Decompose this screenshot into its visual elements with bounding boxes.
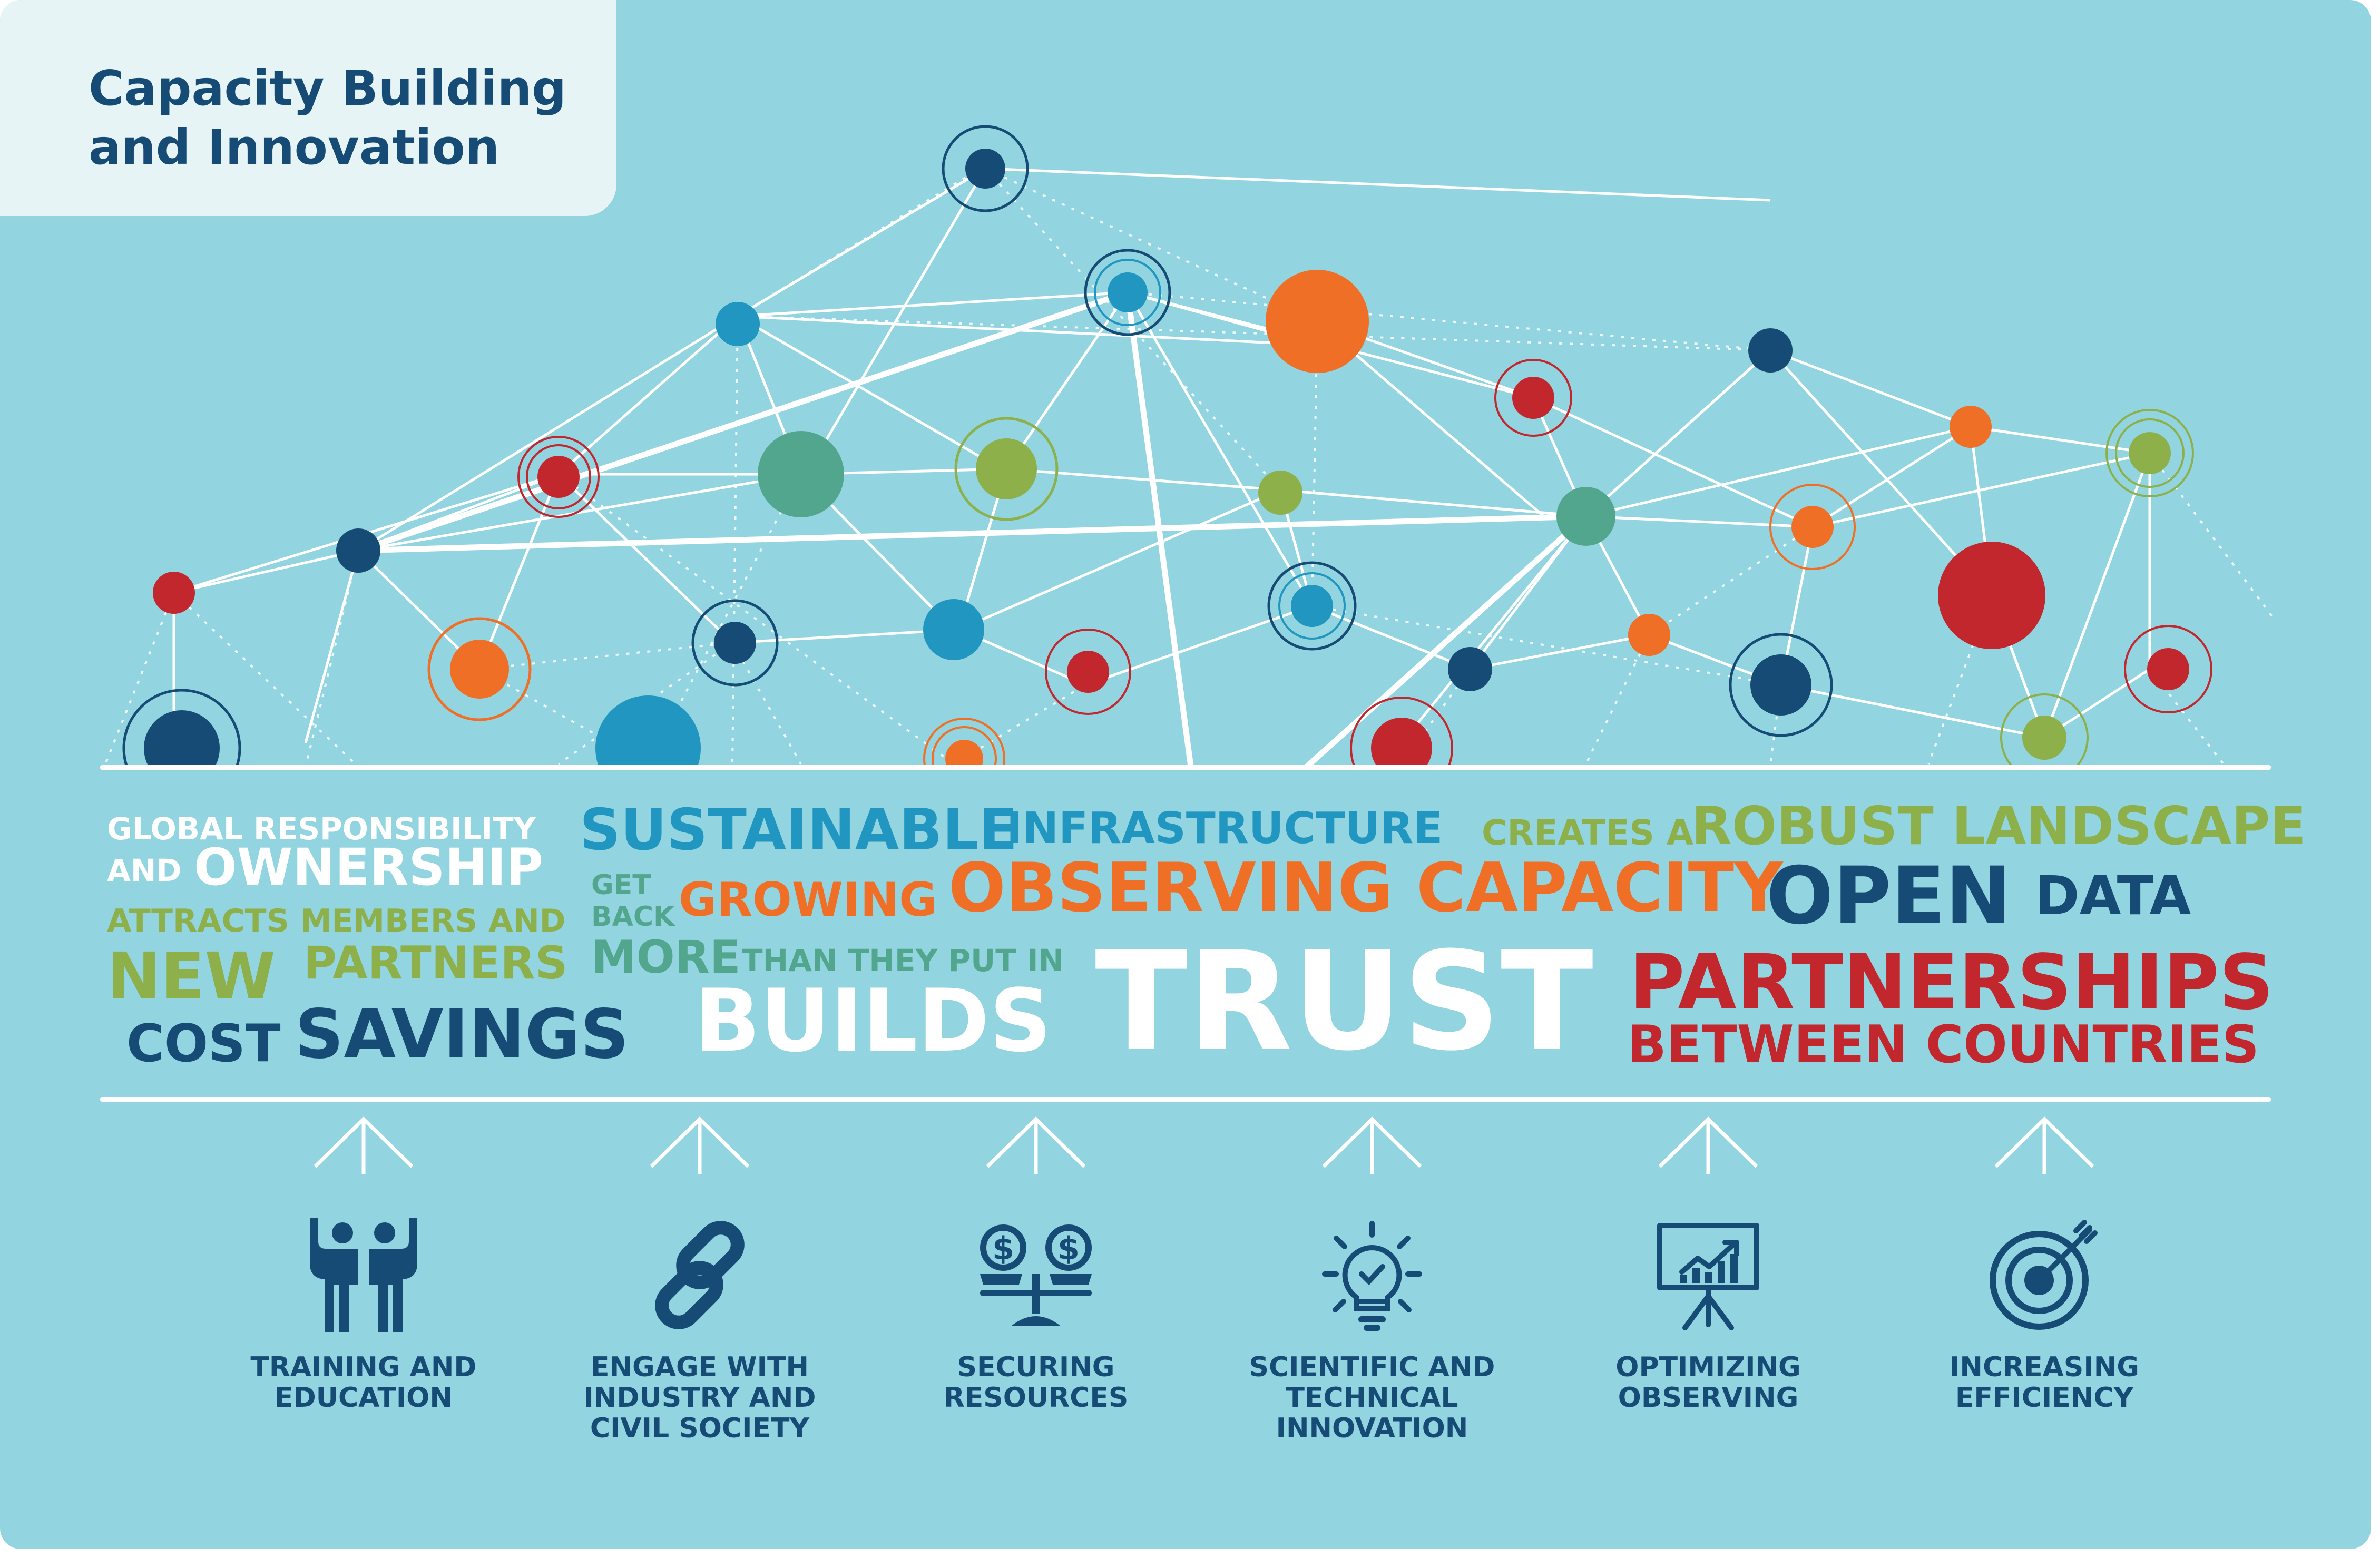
word-than-they-put-in: THAN THEY PUT IN bbox=[742, 943, 1064, 978]
arrow-up-icon bbox=[986, 1116, 1086, 1174]
driver-label-training: TRAINING AND EDUCATION bbox=[250, 1351, 477, 1414]
money-balance-icon: $ $ bbox=[980, 1224, 1092, 1326]
svg-text:$: $ bbox=[1057, 1230, 1080, 1267]
lightbulb-idea-icon bbox=[1322, 1221, 1422, 1331]
arrow-up-icon bbox=[1322, 1116, 1422, 1174]
driver-label-engage: ENGAGE WITH INDUSTRY AND CIVIL SOCIETY bbox=[583, 1351, 816, 1444]
people-celebrating-icon bbox=[310, 1218, 417, 1332]
driver-label-innovation: SCIENTIFIC AND TECHNICAL INNOVATION bbox=[1249, 1351, 1495, 1444]
title-panel: Capacity Building and Innovation bbox=[0, 0, 616, 216]
top-divider bbox=[100, 765, 2271, 770]
word-new: NEW bbox=[107, 939, 276, 1014]
word-more: MORE bbox=[591, 931, 741, 984]
word-robust-landscape: ROBUST LANDSCAPE bbox=[1691, 795, 2306, 857]
arrow-up-icon bbox=[1658, 1116, 1758, 1174]
presentation-chart-icon bbox=[1657, 1223, 1759, 1330]
network-illustration bbox=[104, 125, 2277, 769]
word-sustainable: SUSTAINABLE bbox=[580, 797, 1018, 863]
word-partnerships: PARTNERSHIPS bbox=[1629, 938, 2274, 1026]
word-ownership: OWNERSHIP bbox=[194, 838, 543, 897]
word-between-countries: BETWEEN COUNTRIES bbox=[1627, 1015, 2259, 1075]
word-builds: BUILDS bbox=[694, 971, 1052, 1071]
arrow-up-icon bbox=[1994, 1116, 2094, 1174]
driver-label-efficiency: INCREASING EFFICIENCY bbox=[1950, 1351, 2139, 1414]
driver-label-resources: SECURING RESOURCES bbox=[943, 1351, 1129, 1414]
chain-link-icon bbox=[655, 1221, 745, 1329]
page-title: Capacity Building and Innovation bbox=[89, 60, 567, 175]
word-partners: PARTNERS bbox=[303, 937, 568, 989]
network-nodes bbox=[122, 125, 2212, 769]
network-lines bbox=[104, 167, 2277, 769]
word-data: DATA bbox=[2035, 865, 2191, 927]
arrow-up-icon bbox=[650, 1116, 750, 1174]
svg-text:$: $ bbox=[992, 1230, 1014, 1267]
word-and: AND bbox=[107, 853, 182, 888]
word-global-responsibility: GLOBAL RESPONSIBILITY bbox=[107, 811, 536, 847]
bottom-divider bbox=[100, 1097, 2271, 1102]
target-arrow-icon bbox=[1990, 1220, 2098, 1330]
word-growing: GROWING bbox=[679, 873, 937, 927]
word-trust: TRUST bbox=[1095, 923, 1593, 1081]
word-creates-a: CREATES A bbox=[1482, 812, 1693, 853]
word-back: BACK bbox=[591, 901, 675, 933]
word-cost: COST bbox=[126, 1014, 281, 1074]
word-observing-capacity: OBSERVING CAPACITY bbox=[948, 849, 1783, 927]
word-get: GET bbox=[591, 869, 651, 901]
word-savings: SAVINGS bbox=[295, 995, 629, 1074]
driver-label-observing: OPTIMIZING OBSERVING bbox=[1615, 1351, 1801, 1414]
word-attracts-members: ATTRACTS MEMBERS AND bbox=[107, 903, 566, 939]
arrow-up-icon bbox=[314, 1116, 414, 1174]
word-open: OPEN bbox=[1766, 850, 2012, 942]
word-infrastructure: INFRASTRUCTURE bbox=[1006, 804, 1443, 854]
